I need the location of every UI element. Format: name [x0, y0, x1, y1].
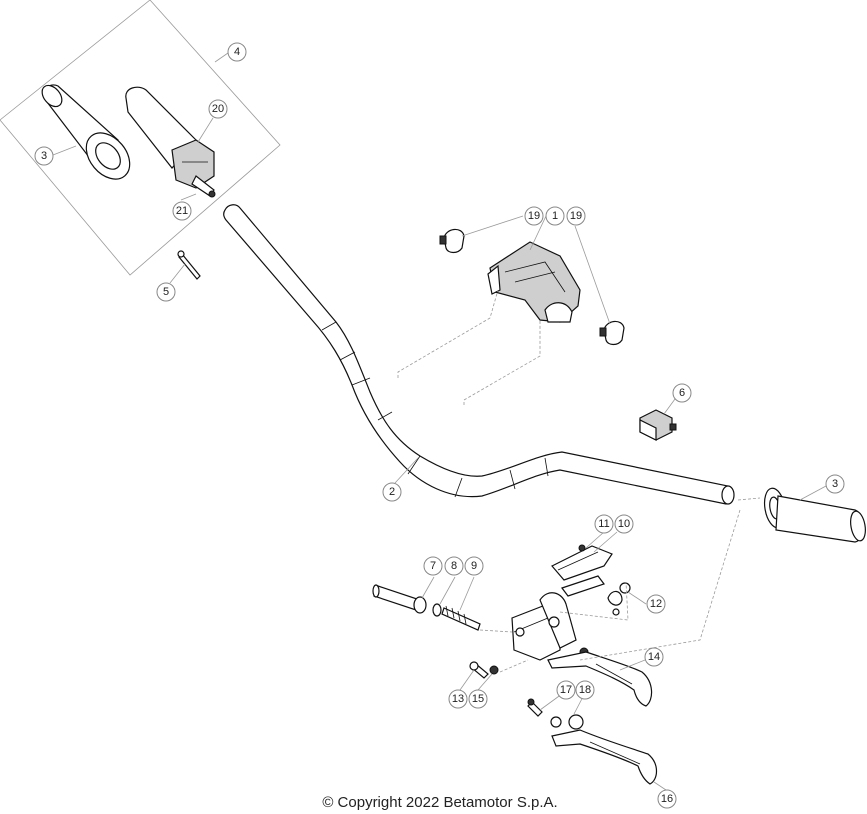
clip-left [439, 228, 465, 254]
callout-9: 9 [464, 556, 484, 576]
callout-13: 13 [448, 689, 468, 709]
svg-text:1: 1 [552, 210, 558, 222]
reservoir-cap [551, 544, 613, 597]
svg-text:21: 21 [176, 205, 188, 217]
pin-screw [177, 250, 201, 280]
throttle-grip [125, 86, 216, 198]
callout-10: 10 [614, 514, 634, 534]
callout-12: 12 [646, 594, 666, 614]
left-grip [41, 84, 131, 180]
right-grip [763, 487, 866, 543]
adjuster-screw [527, 698, 543, 717]
svg-text:2: 2 [389, 486, 395, 498]
copyright-notice: © Copyright 2022 Betamotor S.p.A. [322, 794, 558, 811]
lever-lower [550, 714, 658, 785]
callout-1: 1 [545, 206, 565, 226]
switch-block [639, 409, 677, 441]
small-fittings [607, 582, 631, 616]
clip-right [599, 320, 625, 346]
svg-text:16: 16 [661, 793, 673, 805]
callout-3-left: 3 [34, 146, 54, 166]
grip-group-outline [0, 0, 281, 276]
callout-2: 2 [382, 482, 402, 502]
callout-19-right: 19 [566, 206, 586, 226]
handlebar-clamp [487, 241, 581, 323]
callout-18: 18 [575, 680, 595, 700]
lever-upper [547, 651, 653, 707]
svg-text:4: 4 [234, 46, 240, 58]
svg-text:9: 9 [471, 560, 477, 572]
svg-text:19: 19 [570, 210, 582, 222]
callout-20: 20 [208, 99, 228, 119]
svg-text:14: 14 [648, 651, 660, 663]
svg-text:3: 3 [41, 150, 47, 162]
svg-text:17: 17 [560, 684, 572, 696]
callout-14: 14 [644, 647, 664, 667]
svg-text:12: 12 [650, 598, 662, 610]
push-rod [372, 584, 481, 631]
svg-text:15: 15 [472, 693, 484, 705]
svg-text:13: 13 [452, 693, 464, 705]
callout-8: 8 [444, 556, 464, 576]
callout-11: 11 [594, 514, 614, 534]
master-cylinder [511, 592, 589, 661]
svg-text:7: 7 [430, 560, 436, 572]
svg-text:3: 3 [832, 478, 838, 490]
svg-text:6: 6 [679, 387, 685, 399]
callout-21: 21 [172, 201, 192, 221]
handlebar [223, 204, 735, 505]
svg-text:10: 10 [618, 518, 630, 530]
leader-lines [52, 52, 827, 791]
svg-text:20: 20 [212, 103, 224, 115]
callout-3-right: 3 [825, 474, 845, 494]
callout-6: 6 [672, 383, 692, 403]
svg-text:5: 5 [163, 286, 169, 298]
callout-16: 16 [657, 789, 677, 809]
callout-15: 15 [468, 689, 488, 709]
svg-text:18: 18 [579, 684, 591, 696]
svg-text:8: 8 [451, 560, 457, 572]
callout-19-left: 19 [524, 206, 544, 226]
callout-5: 5 [156, 282, 176, 302]
callout-4: 4 [227, 42, 247, 62]
svg-text:11: 11 [598, 518, 609, 530]
svg-text:19: 19 [528, 210, 540, 222]
callout-7: 7 [423, 556, 443, 576]
lever-bolt [469, 661, 499, 679]
callout-17: 17 [556, 680, 576, 700]
